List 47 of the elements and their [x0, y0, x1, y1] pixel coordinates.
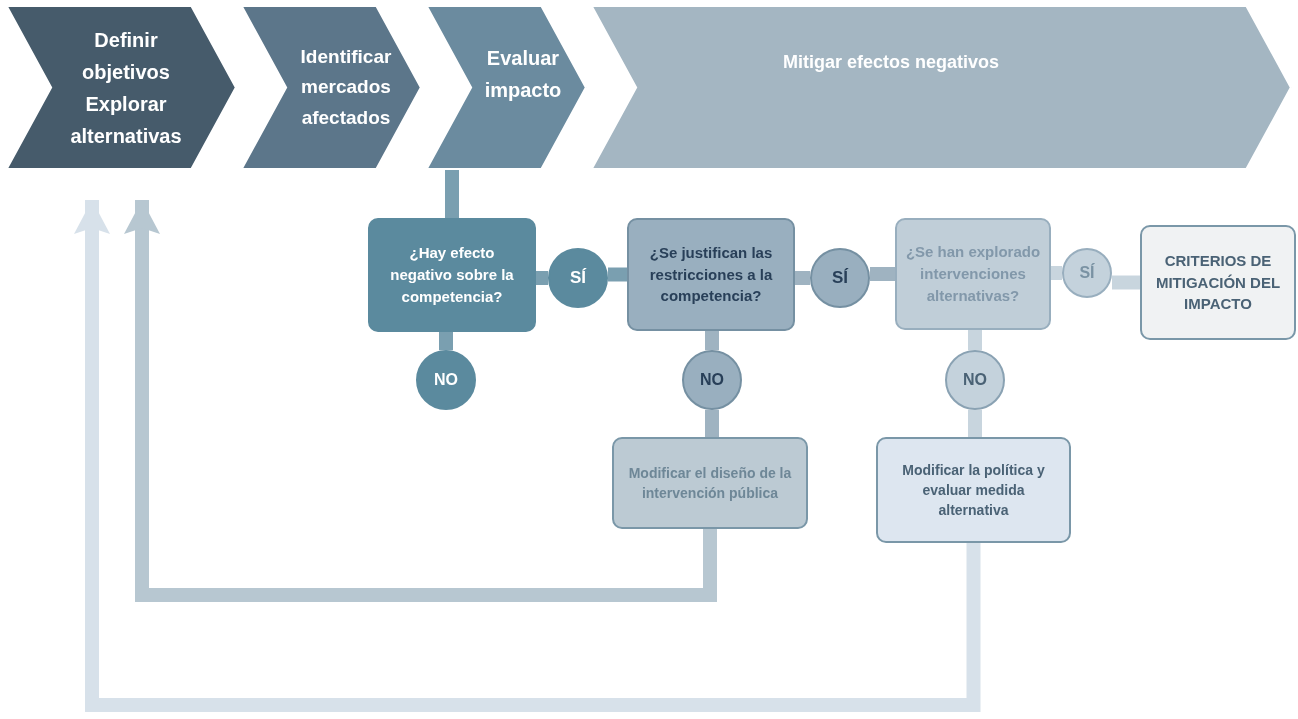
connector-bar	[1051, 266, 1062, 280]
answer-label: NO	[963, 370, 987, 391]
chevron-step	[240, 5, 422, 170]
answer-circle	[1062, 248, 1112, 298]
decision-box	[612, 437, 808, 529]
answer-circle	[548, 248, 608, 308]
answer-circle	[682, 350, 742, 410]
connector-bar	[705, 410, 719, 437]
step-label: ¿Hay efecto negativo sobre la competencia?	[389, 243, 515, 307]
answer-circle	[945, 350, 1005, 410]
connector-bar	[445, 170, 459, 218]
connector-bar	[1112, 275, 1140, 290]
step-label: Mitigar efectos negativos	[782, 51, 1000, 75]
connector-bar	[439, 332, 453, 350]
decision-box	[895, 218, 1051, 330]
decision-box	[1140, 225, 1296, 340]
connector-bar	[705, 331, 719, 350]
chevron-step	[590, 5, 1292, 170]
step-label: Identificar mercados afectados	[299, 44, 393, 130]
arrow	[74, 200, 981, 712]
decision-box	[876, 437, 1071, 543]
answer-label: SÍ	[831, 266, 849, 289]
chevron-step	[5, 5, 237, 170]
answer-label: SÍ	[1079, 262, 1095, 284]
chevron-step	[425, 5, 587, 170]
connector-bar	[536, 271, 548, 285]
answer-label: NO	[434, 370, 458, 391]
step-label: Modificar el diseño de la intervención pública	[627, 463, 793, 503]
connector-bar	[795, 271, 810, 285]
answer-label: NO	[700, 370, 724, 391]
connector-bar	[870, 267, 895, 281]
step-label: Evaluar impacto	[483, 45, 563, 103]
connector-bar	[608, 267, 627, 282]
arrow	[124, 200, 717, 602]
step-label: CRITERIOS DE MITIGACIÓN DEL IMPACTO	[1154, 250, 1282, 315]
step-label: Definir objetivos	[81, 27, 171, 85]
answer-circle	[416, 350, 476, 410]
answer-circle	[810, 248, 870, 308]
step-label: ¿Se han explorado intervenciones alternativas?	[905, 242, 1041, 306]
step-label: Explorar alternativas	[69, 91, 183, 149]
step-label: ¿Se justifican las restricciones a la competencia?	[648, 242, 774, 307]
step-label: Modificar la política y evaluar medida alternativa	[901, 460, 1046, 521]
answer-label: SÍ	[569, 266, 587, 289]
decision-box	[627, 218, 795, 331]
connector-bar	[968, 410, 982, 437]
connector-bar	[968, 330, 982, 350]
decision-box	[368, 218, 536, 332]
